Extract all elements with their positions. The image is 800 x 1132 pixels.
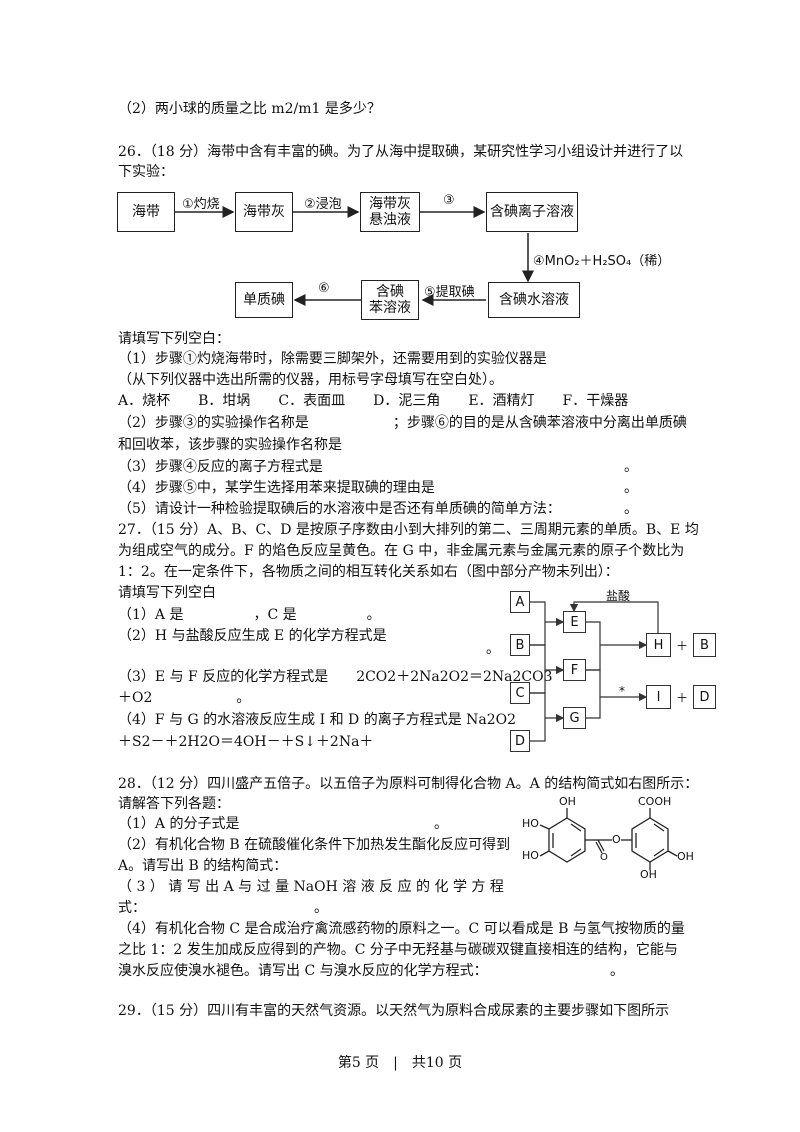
flow-box-ash-suspension: 海带灰 悬浊液 — [360, 192, 420, 232]
q26-step3: （3）步骤④反应的离子方程式是 — [118, 459, 323, 475]
graph-plus-1: ＋ — [676, 639, 689, 653]
q28-line3-end: 。 — [434, 816, 448, 832]
q26-intro-line1: 26．（18 分）海带中含有丰富的碘。为了从海中提取碘，某研究性学习小组设计并进… — [118, 144, 684, 160]
q27-line6-end: 。 — [486, 641, 500, 657]
q27-line6: （2）H 与盐酸反应生成 E 的化学方程式是 — [118, 628, 387, 644]
graph-node-h: H — [646, 633, 671, 657]
struct-carbonyl-o: O — [600, 852, 608, 863]
flow-box-iodine-water: 含碘水溶液 — [488, 282, 580, 318]
flow-box-iodine-benzene-line1: 含碘 — [376, 284, 404, 300]
graph-node-i: I — [646, 685, 671, 709]
q28-line3: （1）A 的分子式是 — [118, 816, 240, 832]
q26-intro-line2: 下实验： — [118, 164, 174, 180]
q28-line10: 溴水反应使溴水褪色。请写出 C 与溴水反应的化学方程式： — [118, 963, 488, 979]
q28-line10-end: 。 — [610, 963, 624, 979]
q26-step3-end: 。 — [624, 459, 638, 475]
q27-reaction-graph-lines — [530, 601, 659, 742]
q28-line2: 请解答下列各题： — [118, 796, 230, 812]
q26-options: A．烧杯 B．坩埚 C．表面皿 D．泥三角 E．酒精灯 F．干燥器 — [118, 393, 629, 409]
q27-line8: ＋O2 。 — [118, 690, 251, 706]
struct-ho-middle: HO — [522, 817, 539, 830]
q26-step1-b: （从下列仪器中选出所需的仪器，用标号字母填写在空白处）。 — [118, 372, 503, 388]
q28-line7-end: 。 — [314, 900, 328, 916]
flow-step6-label: ⑥ — [318, 281, 330, 296]
q27-line7: （3）E 与 F 反应的化学方程式是 2CO2＋2Na2O2＝2Na2CO3 — [118, 669, 553, 685]
flow-box-ash-suspension-line1: 海带灰 — [369, 196, 411, 212]
q26-step1-a: （1）步骤①灼烧海带时，除需要三脚架外，还需要用到的实验仪器是 — [118, 351, 547, 367]
graph-node-d: D — [510, 730, 530, 752]
graph-node-g: G — [563, 707, 586, 729]
flow-step5-label: ⑤提取碘 — [424, 285, 475, 300]
q27-line4: 请填写下列空白 — [118, 585, 216, 601]
graph-plus-2: ＋ — [676, 691, 689, 705]
struct-ester-o: O — [612, 833, 621, 846]
flow-box-iodide-solution: 含碘离子溶液 — [486, 192, 578, 232]
flow-box-iodine-benzene: 含碘 苯溶液 — [361, 280, 419, 320]
flow-step1-label: ①灼烧 — [182, 197, 220, 212]
flow-step2-label: ②浸泡 — [304, 197, 342, 212]
q26-step2-b: 和回收苯，该步骤的实验操作名称是 — [118, 437, 342, 453]
graph-label-star: * — [619, 684, 625, 698]
q26-step5: （5）请设计一种检验提取碘后的水溶液中是否还有单质碘的简单方法： — [118, 501, 561, 517]
q25-part2: （2）两小球的质量之比 m2/m1 是多少？ — [118, 101, 381, 117]
q28-line8: （4）有机化合物 C 是合成治疗禽流感药物的原料之一。C 可以看成是 B 与氢气… — [118, 921, 685, 937]
graph-node-d2: D — [693, 685, 716, 709]
flow-box-kelp-ash: 海带灰 — [235, 192, 293, 232]
graph-node-c: C — [510, 682, 530, 704]
q26-step2-a: （2）步骤③的实验操作名称是 ；步骤⑥的目的是从含碘苯溶液中分离出单质碘 — [118, 415, 687, 431]
q26-step4: （4）步骤⑤中，某学生选择用苯来提取碘的理由是 — [118, 480, 435, 496]
flow-box-iodine-benzene-line2: 苯溶液 — [369, 300, 411, 316]
q29-line1: 29．（15 分）四川有丰富的天然气资源。以天然气为原料合成尿素的主要步骤如下图… — [118, 1003, 670, 1019]
q28-line7: 式： — [118, 900, 146, 916]
q27-line2: 为组成空气的成分。F 的焰色反应呈黄色。在 G 中，非金属元素与金属元素的原子个… — [118, 543, 685, 559]
struct-oh-right: OH — [677, 850, 694, 863]
q27-line5: （1）A 是 ，C 是 。 — [118, 607, 381, 623]
graph-node-f: F — [563, 659, 586, 681]
graph-node-e: E — [563, 611, 586, 633]
flow-step4-label: ④MnO₂＋H₂SO₄（稀） — [533, 254, 671, 269]
graph-node-b2: B — [693, 633, 716, 657]
page-footer: 第5 页 | 共10 页 — [337, 1055, 463, 1071]
struct-oh-top-left: OH — [559, 795, 576, 808]
struct-oh-bottom: OH — [640, 868, 657, 881]
q26-step4-end: 。 — [624, 480, 638, 496]
flow-box-elemental-iodine: 单质碘 — [235, 282, 293, 318]
iodine-flow-arrows — [175, 206, 534, 306]
graph-node-a: A — [510, 591, 530, 613]
graph-label-acid: 盐酸 — [606, 589, 631, 603]
q27-line1: 27．（15 分）A、B、C、D 是按原子序数由小到大排列的第二、三周期元素的单… — [118, 522, 699, 538]
flow-box-ash-suspension-line2: 悬浊液 — [369, 212, 411, 228]
flow-step3-label: ③ — [443, 193, 455, 208]
q28-line9: 之比 1：2 发生加成反应得到的产物。C 分子中无羟基与碳碳双键直接相连的结构，… — [118, 942, 678, 958]
graph-node-b: B — [510, 634, 530, 656]
q28-line5: A。请写出 B 的结构简式： — [118, 858, 288, 874]
compound-a-structure — [539, 808, 678, 870]
q27-line9: （4）F 与 G 的水溶液反应生成 I 和 D 的离子方程式是 Na2O2 — [118, 712, 517, 728]
q28-line1: 28．（12 分）四川盛产五倍子。以五倍子为原料可制得化合物 A。A 的结构简式… — [118, 776, 699, 792]
q26-step5-end: 。 — [624, 501, 638, 517]
q27-line3: 1：2。在一定条件下，各物质之间的相互转化关系如右（图中部分产物未列出）： — [118, 564, 619, 580]
q26-fill-prompt: 请填写下列空白： — [118, 331, 230, 347]
q27-line10: ＋S2－＋2H2O＝4OH－＋S↓＋2Na＋ — [118, 734, 374, 750]
q28-line4: （2）有机化合物 B 在硫酸催化条件下加热发生酯化反应可得到 — [118, 837, 511, 853]
struct-ho-bottom: HO — [522, 849, 539, 862]
q28-line6: （ 3 ） 请 写 出 A 与 过 量 NaOH 溶 液 反 应 的 化 学 方… — [118, 879, 504, 895]
struct-cooh: COOH — [638, 795, 672, 808]
flow-box-kelp: 海带 — [117, 192, 175, 232]
